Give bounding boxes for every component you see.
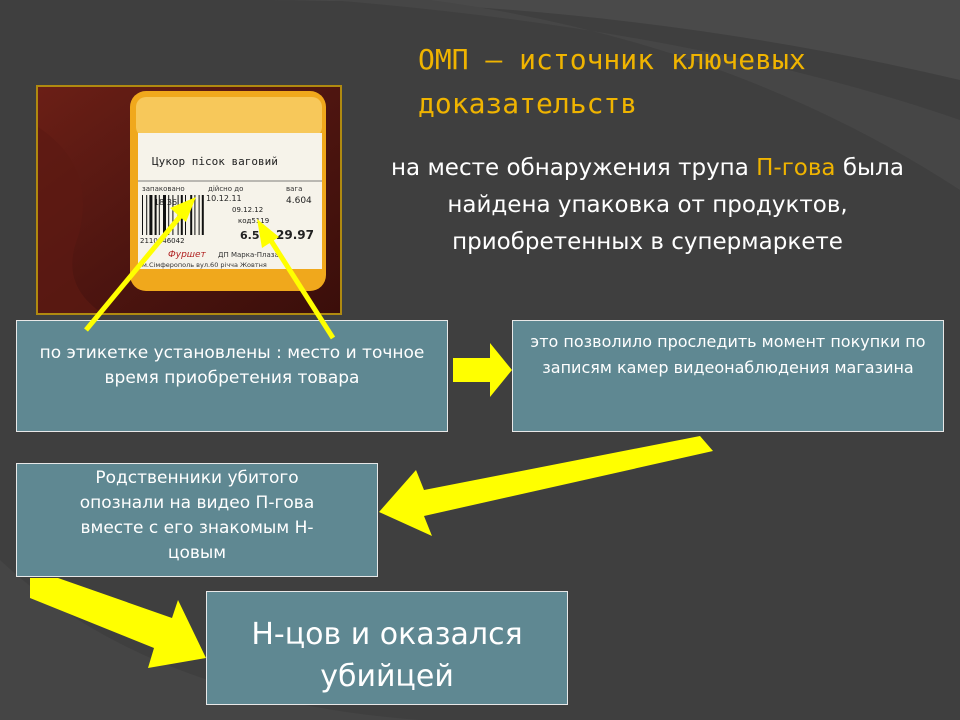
label-store-name: Фуршет (168, 250, 207, 260)
label-col3-head: вага (286, 185, 302, 193)
finding-box-label: по этикетке установлены : место и точное… (16, 320, 448, 432)
slide-title: ОМП – источник ключевых доказательств (418, 38, 938, 126)
label-col3-value: 4.604 (286, 196, 312, 206)
label-photo-graphic: Цукор пісок ваговий запаковано дійсно до… (38, 87, 340, 313)
intro-prefix: на месте обнаружения трупа (391, 155, 757, 181)
conclusion-box: Н-цов и оказался убийцей (206, 591, 568, 705)
barcode-bar (198, 195, 200, 235)
barcode-bar (142, 195, 143, 235)
intro-text: на месте обнаружения трупа П-гова была н… (360, 150, 935, 261)
barcode-bar (194, 195, 196, 235)
barcode-bar (158, 195, 160, 235)
barcode-bar (149, 195, 153, 235)
label-col1-head: запаковано (142, 185, 185, 193)
label-price-2: 29.97 (276, 228, 314, 242)
barcode-bar (177, 195, 179, 235)
barcode-bar (146, 195, 148, 235)
product-label-photo: Цукор пісок ваговий запаковано дійсно до… (36, 85, 342, 315)
label-col2-head: дійсно до (208, 185, 243, 193)
relatives-line-3: вместе с его знакомым Н- (80, 518, 314, 538)
barcode (142, 195, 204, 235)
finding-box-relatives: Родственники убитого опознали на видео П… (16, 463, 378, 577)
barcode-bar (185, 195, 186, 235)
barcode-bar (154, 195, 157, 235)
label-address-1: ДП Марка-Плаза (218, 251, 279, 259)
intro-rest: была найдена упаковка от продуктов, прио… (447, 155, 904, 255)
barcode-bar (201, 195, 204, 235)
label-col2-value-1: 10.12.11 (206, 194, 242, 203)
label-col2-value-2: 09.12.12 (232, 206, 263, 214)
label-code: код5119 (238, 217, 269, 225)
relatives-line-4: цовым (167, 543, 227, 563)
relatives-line-2: опознали на видео П-гова (79, 493, 315, 513)
relatives-line-1: Родственники убитого (95, 468, 299, 488)
label-address-2: м.Сімферополь вул.60 річча Жовтня (142, 261, 267, 269)
label-product-name: Цукор пісок ваговий (152, 155, 278, 168)
label-price-1: 6.51 (240, 229, 267, 242)
barcode-bar (172, 195, 174, 235)
barcode-bar (180, 195, 183, 235)
title-line-2: доказательств (418, 87, 638, 120)
barcode-bar (168, 195, 170, 235)
intro-highlight: П-гова (756, 155, 836, 181)
title-line-1: ОМП – источник ключевых (418, 43, 806, 76)
barcode-bar (190, 195, 193, 235)
finding-box-camera: это позволило проследить момент покупки … (512, 320, 944, 432)
label-barcode-digits: 2110146042 (140, 237, 185, 245)
barcode-bar (163, 195, 166, 235)
